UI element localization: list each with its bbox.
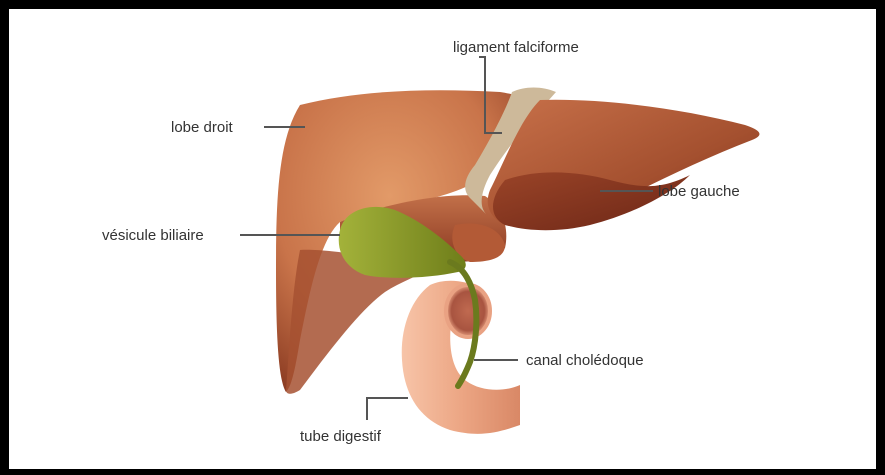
left-lobe-underside-shape [493,172,690,230]
leader-tube-digestif [367,398,408,420]
digestive-tube-opening [446,285,490,337]
label-lobe-gauche: lobe gauche [658,183,740,200]
label-lobe-droit: lobe droit [171,119,234,136]
label-canal-choledoque: canal cholédoque [526,352,644,369]
label-vesicule-biliaire: vésicule biliaire [102,227,204,244]
label-ligament-falciforme: ligament falciforme [453,39,579,56]
label-tube-digestif: tube digestif [300,428,382,445]
